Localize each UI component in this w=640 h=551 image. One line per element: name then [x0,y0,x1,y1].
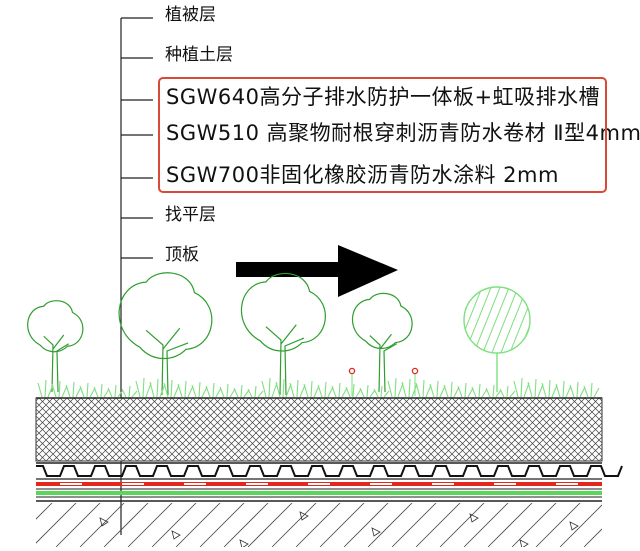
tree-icon [463,286,531,392]
waterproof-membrane-layers [36,482,602,502]
flower-icon [411,367,419,396]
arrow-right-icon [236,245,398,297]
tree-icon [118,272,213,396]
flower-icon [348,367,356,396]
vegetation-layer [27,272,600,398]
drainage-board-layer [36,462,623,480]
tree-icon [27,300,84,393]
label-drainage-board: SGW640高分子排水防护一体板+虹吸排水槽 [166,85,601,109]
label-leveling-layer: 找平层 [165,205,216,225]
label-planting-soil: 种植土层 [165,45,233,65]
grass [37,377,600,398]
planting-soil-layer [35,397,603,462]
label-non-curing-coating: SGW700非固化橡胶沥青防水涂料 2mm [166,163,559,187]
label-vegetation-layer: 植被层 [165,5,216,25]
roof-slab-layer [36,503,602,549]
label-root-resistant-membrane: SGW510 高聚物耐根穿刺沥青防水卷材 Ⅱ型4mm [166,121,640,145]
tree-icon [351,292,413,393]
tree-icon [240,272,326,396]
label-roof-slab: 顶板 [165,245,199,265]
highlight-box [158,77,607,193]
